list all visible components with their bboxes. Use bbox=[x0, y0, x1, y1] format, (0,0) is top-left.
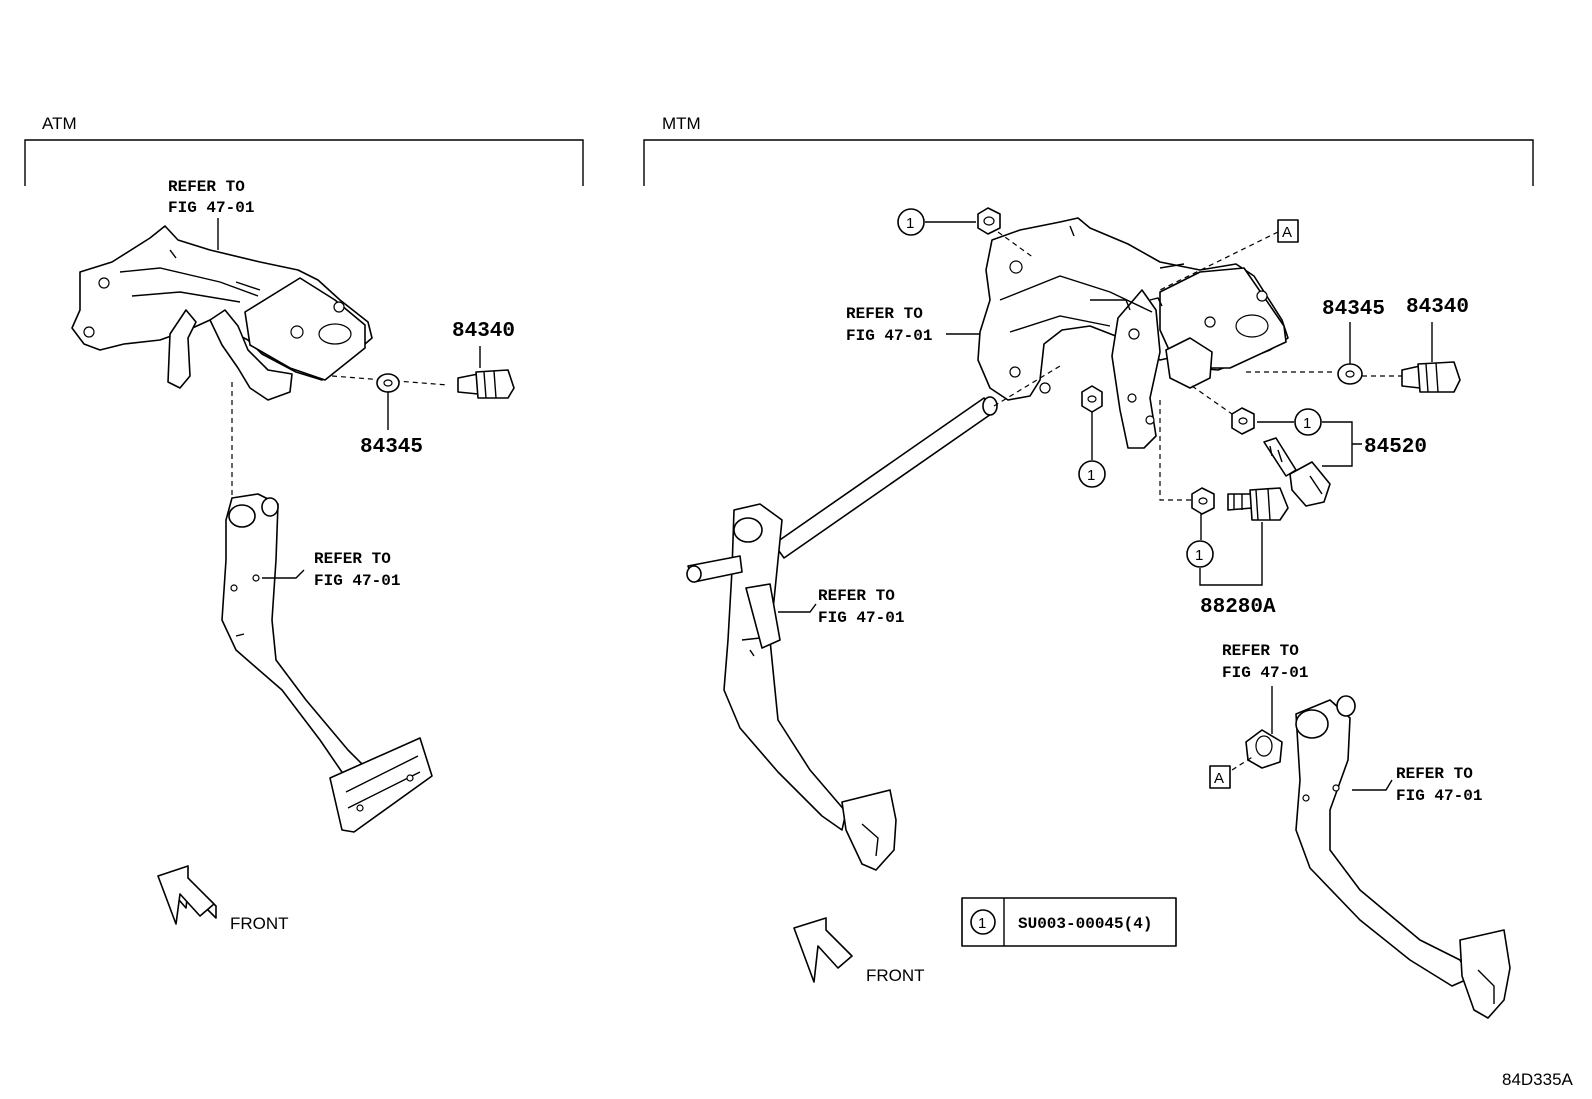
refer-line1: REFER TO bbox=[1396, 765, 1473, 783]
callout-circle bbox=[897, 208, 925, 236]
mtm-washer-84345: 84345 bbox=[1246, 298, 1402, 385]
mtm-brake-pedal-refer-right: REFER TO FIG 47-01 bbox=[1352, 765, 1482, 805]
refer-line1: REFER TO bbox=[846, 305, 923, 323]
mtm-clutch-pedal-refer-label: REFER TO FIG 47-01 bbox=[778, 587, 904, 627]
mtm-sensor-88280A: 1 88280A bbox=[1159, 400, 1289, 619]
mtm-stop-switch-84340: 84340 bbox=[1401, 296, 1469, 393]
atm-washer-part-number: 84345 bbox=[360, 436, 423, 459]
mtm-clutch-pedal bbox=[686, 503, 897, 871]
atm-switch-part-number: 84340 bbox=[452, 320, 515, 343]
atm-front-arrow: FRONT bbox=[157, 865, 289, 933]
refer-line2: FIG 47-01 bbox=[846, 327, 932, 345]
refer-line1: REFER TO bbox=[168, 178, 245, 196]
callout-circle bbox=[1078, 460, 1106, 488]
mtm-brake-pedal-refer-top: REFER TO FIG 47-01 bbox=[1222, 642, 1308, 734]
atm-section-title: ATM bbox=[42, 114, 77, 133]
refer-line2: FIG 47-01 bbox=[1396, 787, 1482, 805]
atm-bracket-line bbox=[24, 139, 584, 186]
front-arrow-icon bbox=[793, 917, 853, 983]
mtm-pedal-bracket bbox=[977, 217, 1289, 449]
mtm-brake-pedal bbox=[1245, 695, 1511, 1019]
sensor-part-number: 88280A bbox=[1200, 596, 1276, 619]
refer-line2: FIG 47-01 bbox=[1222, 664, 1308, 682]
legend-part-code: SU003-00045(4) bbox=[1018, 915, 1152, 933]
refer-line2: FIG 47-01 bbox=[818, 609, 904, 627]
mtm-switch-part-number: 84340 bbox=[1406, 296, 1469, 319]
legend-callout-circle bbox=[970, 909, 996, 935]
callout-circle bbox=[1186, 540, 1214, 568]
mtm-clutch-switch-84520: 1 84520 bbox=[1191, 385, 1427, 507]
ref-marker-letter: A bbox=[1214, 770, 1224, 787]
atm-brake-pedal bbox=[221, 493, 433, 833]
callout-circle bbox=[1294, 408, 1322, 436]
atm-washer-84345: 84345 bbox=[360, 373, 423, 459]
legend-mark: 1 bbox=[978, 915, 986, 932]
mtm-section-title: MTM bbox=[662, 114, 701, 133]
mtm-top-nut: 1 bbox=[897, 207, 1035, 259]
callout-mark: 1 bbox=[1303, 415, 1311, 432]
mtm-lower-nut: 1 bbox=[1078, 385, 1106, 488]
mtm-front-label: FRONT bbox=[866, 966, 925, 985]
atm-bracket-refer-label: REFER TO FIG 47-01 bbox=[168, 178, 254, 250]
ref-marker-letter: A bbox=[1282, 224, 1292, 241]
atm-section: ATM bbox=[24, 114, 584, 186]
mtm-bracket-line bbox=[643, 139, 1534, 186]
mtm-clutch-shaft bbox=[773, 365, 1061, 559]
mtm-ref-marker-bottom: A bbox=[1209, 755, 1255, 789]
refer-line1: REFER TO bbox=[1222, 642, 1299, 660]
mtm-section: MTM bbox=[643, 114, 1534, 186]
refer-line1: REFER TO bbox=[818, 587, 895, 605]
mtm-bracket-refer-label: REFER TO FIG 47-01 bbox=[846, 305, 980, 345]
callout-mark: 1 bbox=[906, 215, 914, 232]
atm-pedal-refer-label: REFER TO FIG 47-01 bbox=[262, 550, 400, 590]
mtm-front-arrow: FRONT bbox=[793, 917, 925, 985]
diagram-code: 84D335A bbox=[1502, 1070, 1574, 1089]
mtm-ref-marker-top: A bbox=[1159, 219, 1299, 291]
refer-line1: REFER TO bbox=[314, 550, 391, 568]
atm-stop-switch-84340: 84340 bbox=[452, 320, 515, 399]
refer-line2: FIG 47-01 bbox=[314, 572, 400, 590]
clutch-switch-part-number: 84520 bbox=[1364, 436, 1427, 459]
mtm-washer-part-number: 84345 bbox=[1322, 298, 1385, 321]
atm-front-label: FRONT bbox=[230, 914, 289, 933]
refer-line2: FIG 47-01 bbox=[168, 199, 254, 217]
fastener-legend: 1 SU003-00045(4) bbox=[961, 897, 1177, 947]
callout-mark: 1 bbox=[1195, 547, 1203, 564]
callout-mark: 1 bbox=[1087, 467, 1095, 484]
atm-pedal-bracket bbox=[71, 225, 373, 401]
